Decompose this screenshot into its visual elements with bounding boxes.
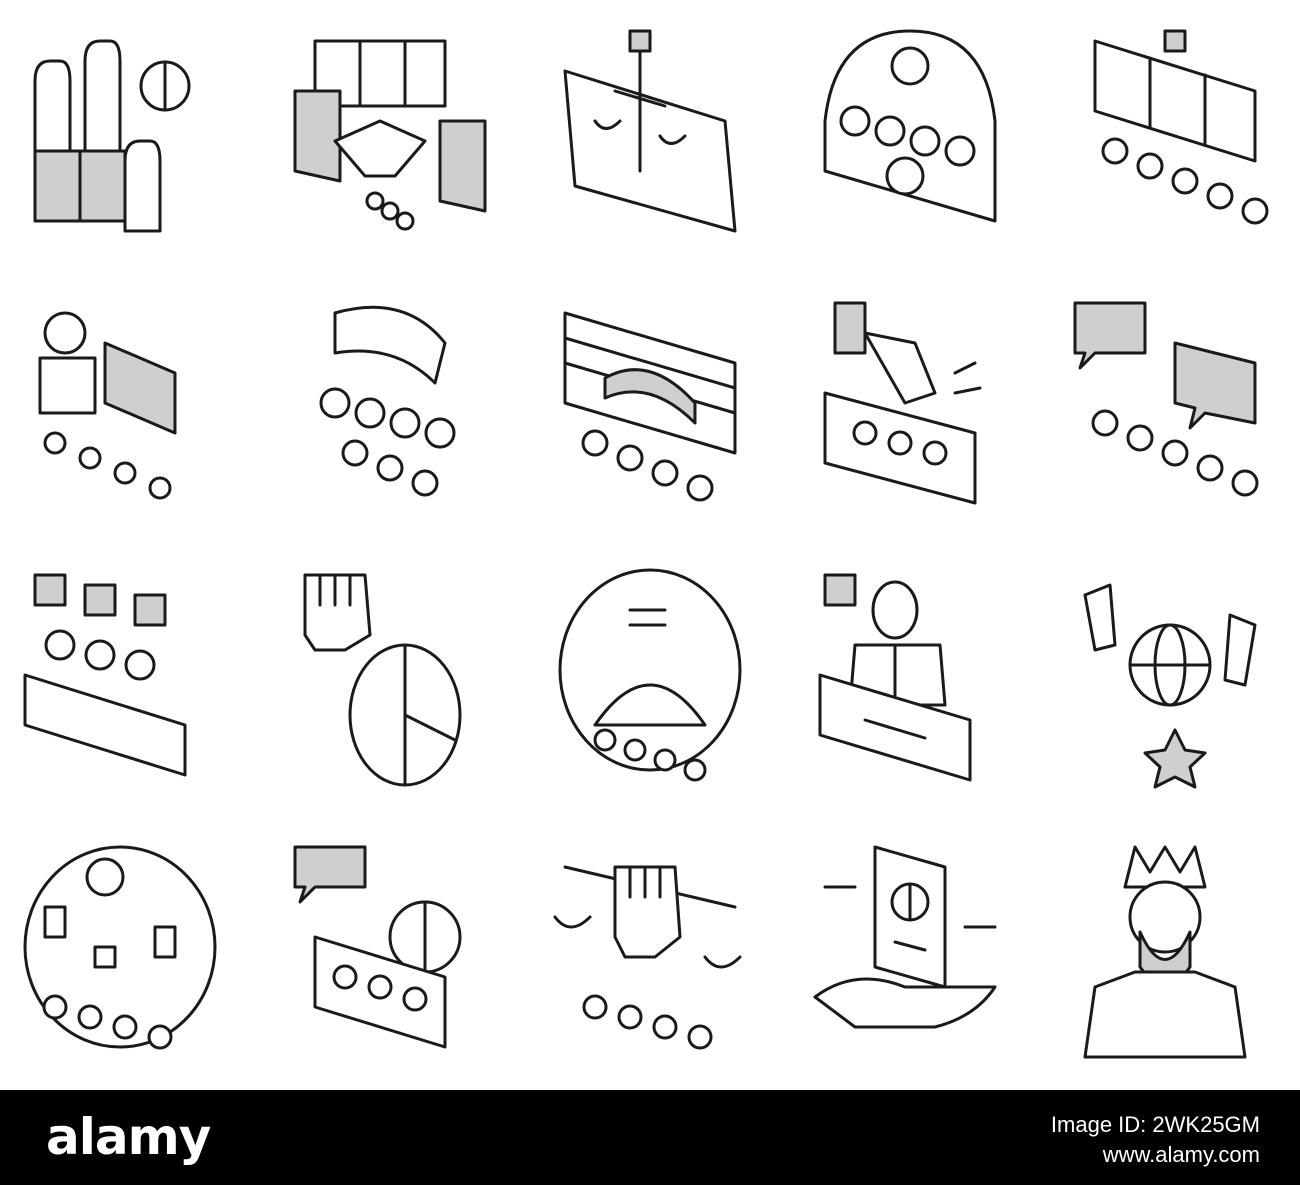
- fist-holding-scales-icon: [520, 816, 780, 1088]
- icon-grid: [0, 0, 1300, 1088]
- watermark-footer-bar: alamy Image ID: 2WK25GM www.alamy.com: [0, 1090, 1300, 1185]
- protest-wall-crowd-icon: [520, 272, 780, 544]
- justice-sword-scales-icon: [520, 0, 780, 272]
- podium-speech-crowd-icon: [780, 272, 1040, 544]
- king-crown-icon: [1040, 816, 1300, 1088]
- speaker-addressing-crowd-icon: [0, 272, 260, 544]
- handshake-agreement-icon: [260, 0, 520, 272]
- site-url: www.alamy.com: [1102, 1142, 1260, 1167]
- passport-in-hand-icon: [780, 816, 1040, 1088]
- raised-hands-vote-icon: [0, 0, 260, 272]
- alamy-logo: alamy: [46, 1108, 211, 1166]
- debate-speech-bubbles-icon: [1040, 272, 1300, 544]
- social-circle-crowd-icon: [0, 816, 260, 1088]
- image-id-label: Image ID: 2WK25GM: [1050, 1112, 1260, 1137]
- fist-and-pie-chart-icon: [260, 544, 520, 816]
- crowd-with-banner-icon: [260, 272, 520, 544]
- crowd-assembly-icon: [780, 0, 1040, 272]
- equality-circle-crowd-icon: [520, 544, 780, 816]
- discussion-crowd-chart-icon: [260, 816, 520, 1088]
- image-meta: Image ID: 2WK25GM www.alamy.com: [1051, 1110, 1260, 1170]
- politician-at-podium-icon: [780, 544, 1040, 816]
- protest-placards-crowd-icon: [0, 544, 260, 816]
- election-banner-crowd-icon: [1040, 0, 1300, 272]
- strong-globe-icon: [1040, 544, 1300, 816]
